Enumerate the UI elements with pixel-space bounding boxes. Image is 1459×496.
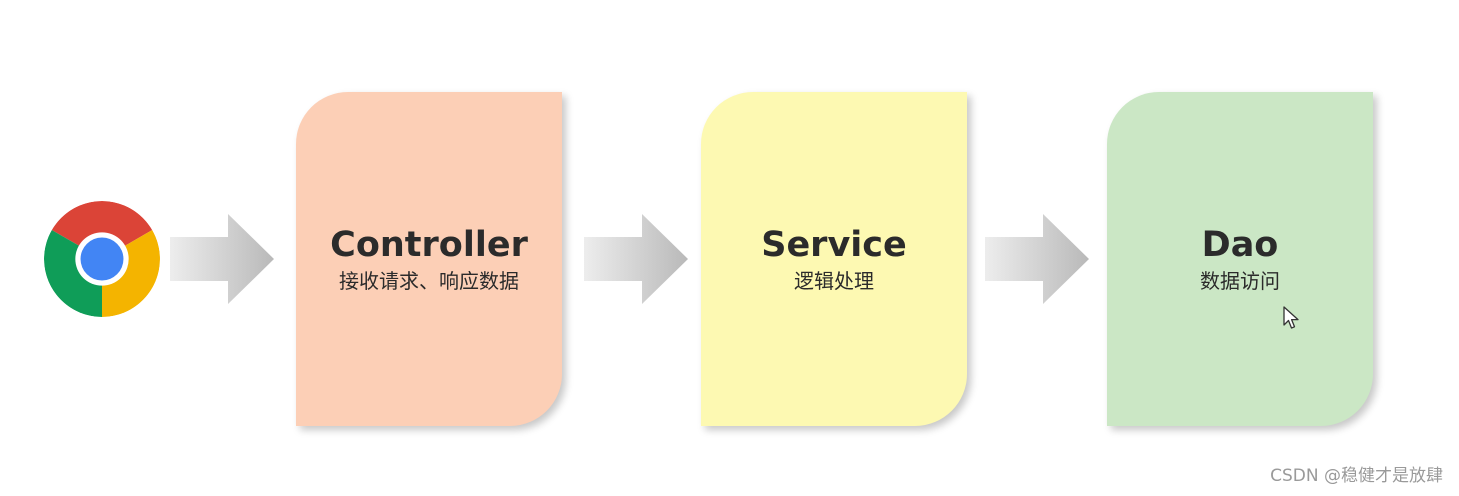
- dao-subtitle: 数据访问: [1200, 269, 1280, 293]
- right-arrow-icon: [170, 214, 274, 304]
- service-subtitle: 逻辑处理: [794, 269, 874, 293]
- watermark-text: CSDN @稳健才是放肆: [1270, 466, 1443, 486]
- dao-layer-card: Dao 数据访问: [1107, 92, 1373, 426]
- dao-title: Dao: [1201, 225, 1279, 265]
- chrome-browser-icon: [44, 201, 160, 317]
- service-layer-card: Service 逻辑处理: [701, 92, 967, 426]
- controller-title: Controller: [330, 225, 528, 265]
- right-arrow-icon: [584, 214, 688, 304]
- mouse-pointer-icon: [1283, 306, 1299, 329]
- controller-subtitle: 接收请求、响应数据: [339, 269, 519, 293]
- controller-layer-card: Controller 接收请求、响应数据: [296, 92, 562, 426]
- right-arrow-icon: [985, 214, 1089, 304]
- service-title: Service: [761, 225, 907, 265]
